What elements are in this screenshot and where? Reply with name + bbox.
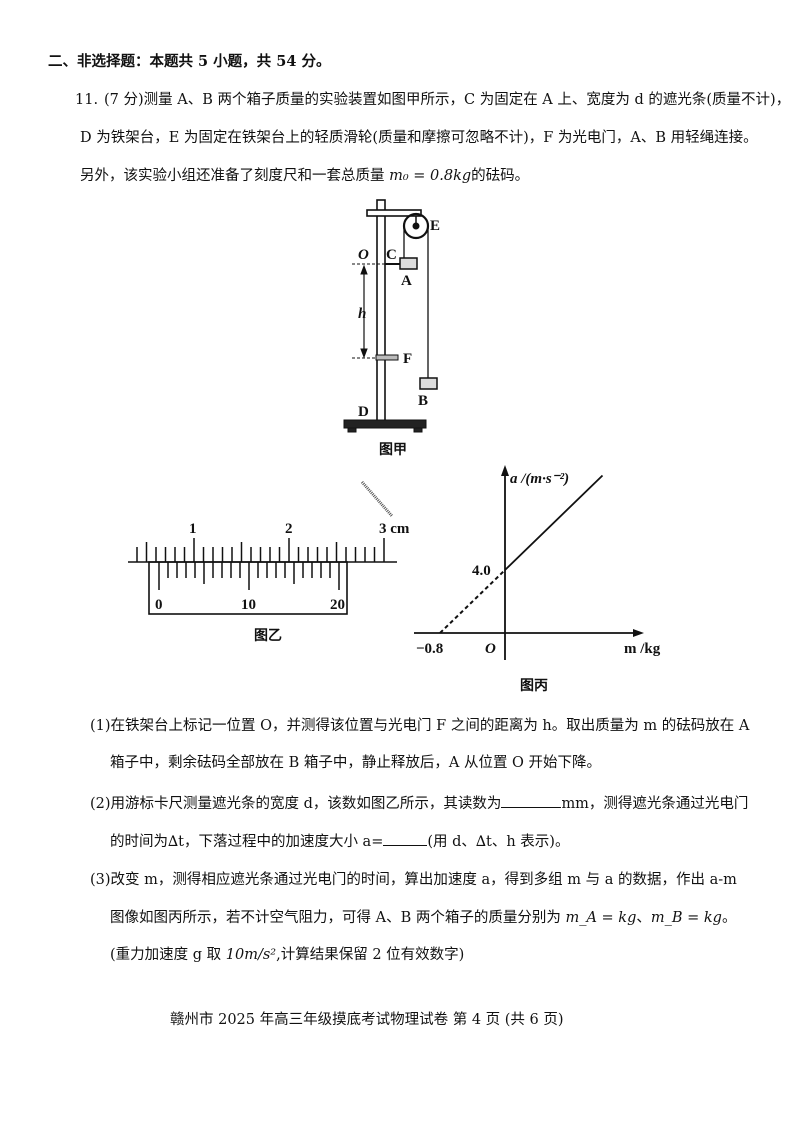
section-heading: 二、非选择题：本题共 5 小题，共 54 分。 <box>48 53 331 70</box>
part3-text: 图像如图丙所示，若不计空气阻力，可得 A、B 两个箱子的质量分别为 <box>110 910 566 926</box>
question-number: 11. <box>75 92 99 108</box>
label-d: D <box>358 404 369 420</box>
sep: 、 <box>636 910 651 926</box>
data-line <box>504 474 604 571</box>
main-label-2: 2 <box>285 521 293 537</box>
x-axis-label: m /kg <box>624 641 661 657</box>
part3-line1: (3)改变 m，测得相应遮光条通过光电门的时间，算出加速度 a，得到多组 m 与… <box>90 872 737 888</box>
vernier-frame <box>148 561 348 615</box>
answer-blank-reading[interactable] <box>501 793 562 808</box>
label-c: C <box>386 247 397 263</box>
label-o: O <box>358 247 369 263</box>
answer-blank-acceleration[interactable] <box>383 831 428 846</box>
part2-line2: 的时间为∆t，下落过程中的加速度大小 a= (用 d、∆t、h 表示)。 <box>110 831 569 851</box>
label-h: h <box>358 306 366 322</box>
page-footer: 赣州市 2025 年高三年级摸底考试物理试卷 第 4 页 (共 6 页) <box>170 1012 564 1028</box>
intro-text: 另外，该实验小组还准备了刻度尺和一套总质量 <box>80 168 390 184</box>
label-a: A <box>401 273 412 289</box>
part2-line2-text: 的时间为∆t，下落过程中的加速度大小 a= <box>110 834 384 850</box>
y-axis-label: a /(m·s⁻²) <box>510 471 569 487</box>
photogate-f <box>375 354 399 361</box>
mass-formula: m₀ = 0.8kg <box>389 168 472 184</box>
part2-line1: (2)用游标卡尺测量遮光条的宽度 d，该数如图乙所示，其读数为 mm，测得遮光条通… <box>90 793 748 813</box>
g-value: 10m/s² <box>225 947 277 963</box>
origin-label: O <box>485 641 496 657</box>
part3-line3: (重力加速度 g 取 10m/s²,计算结果保留 2 位有效数字) <box>110 946 464 964</box>
vernier-label-10: 10 <box>241 597 256 613</box>
g-text: (重力加速度 g 取 <box>110 947 226 963</box>
x-intercept-label: −0.8 <box>416 641 443 657</box>
figure-bing-caption: 图丙 <box>520 678 548 694</box>
intro-text-end: 的砝码。 <box>471 168 530 184</box>
part2-text-end: mm，测得遮光条通过光电门 <box>561 796 749 812</box>
vernier-label-0: 0 <box>155 597 163 613</box>
main-label-3cm: 3 cm <box>379 521 410 537</box>
part1-line1: (1)在铁架台上标记一位置 O，并测得该位置与光电门 F 之间的距离为 h。取出… <box>90 718 750 734</box>
scan-mark <box>360 481 394 517</box>
figure-yi-caption: 图乙 <box>254 628 282 644</box>
box-b <box>419 377 438 390</box>
question-intro-line1: (7 分)测量 A、B 两个箱子质量的实验装置如图甲所示，C 为固定在 A 上、… <box>104 92 791 108</box>
stand-base <box>343 419 427 429</box>
part2-text: (2)用游标卡尺测量遮光条的宽度 d，该数如图乙所示，其读数为 <box>90 796 502 812</box>
label-f: F <box>403 351 412 367</box>
end: 。 <box>721 910 737 926</box>
part3-line2: 图像如图丙所示，若不计空气阻力，可得 A、B 两个箱子的质量分别为 m_A = … <box>110 909 736 927</box>
stand-crossbar <box>366 209 422 217</box>
g-text-end: ,计算结果保留 2 位有效数字) <box>276 947 465 963</box>
mass-a-answer: m_A = kg <box>565 910 637 926</box>
vernier-label-20: 20 <box>330 597 345 613</box>
mass-b-answer: m_B = kg <box>650 910 722 926</box>
figure-jia-caption: 图甲 <box>379 442 407 458</box>
label-b: B <box>418 393 428 409</box>
part1-line2: 箱子中，剩余砝码全部放在 B 箱子中，静止释放后，A 从位置 O 开始下降。 <box>110 755 602 771</box>
y-axis-arrow <box>501 465 509 476</box>
question-intro-line3: 另外，该实验小组还准备了刻度尺和一套总质量 m₀ = 0.8kg的砝码。 <box>80 167 529 185</box>
extrapolated-line <box>439 569 506 634</box>
y-intercept-label: 4.0 <box>472 563 491 579</box>
question-intro-line2: D 为铁架台，E 为固定在铁架台上的轻质滑轮(质量和摩擦可忽略不计)，F 为光电… <box>80 130 758 146</box>
label-e: E <box>430 218 440 234</box>
x-axis-arrow <box>633 629 644 637</box>
part2-line2-end: (用 d、∆t、h 表示)。 <box>427 834 570 850</box>
main-label-1: 1 <box>189 521 197 537</box>
